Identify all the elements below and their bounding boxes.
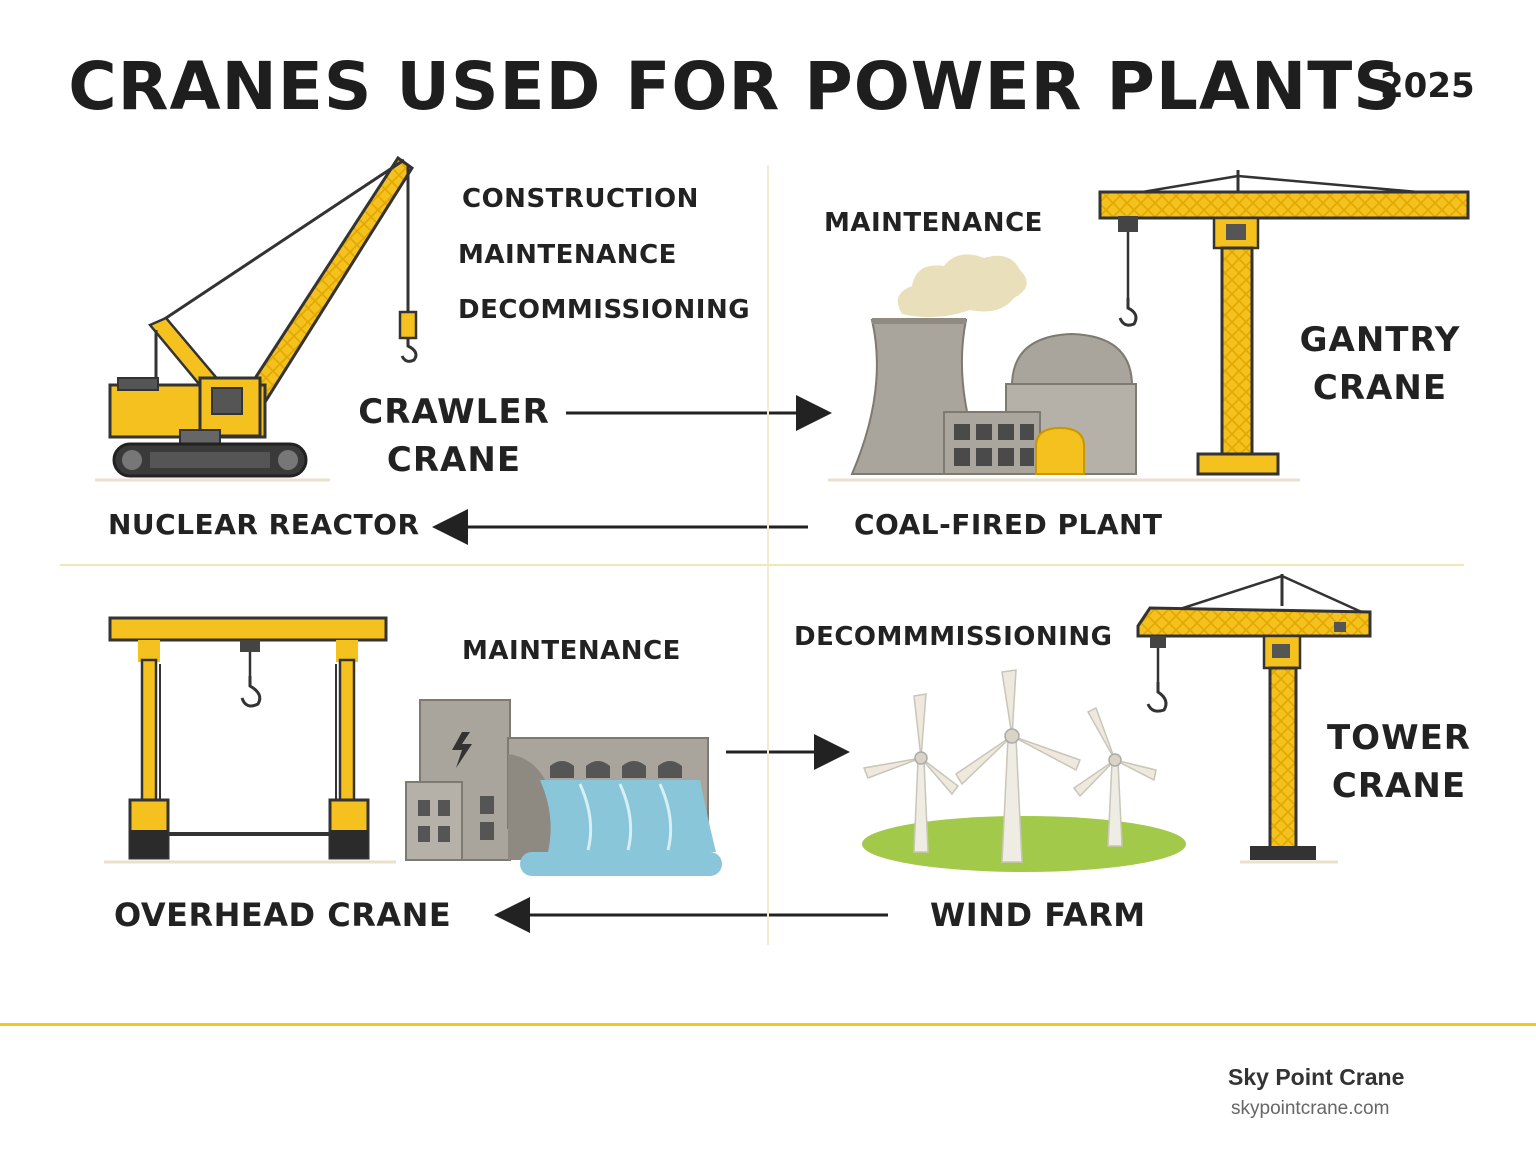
use-decommissioning: DECOMMISSIONING — [458, 295, 751, 325]
hydro-plant-illustration — [405, 699, 722, 876]
nuclear-reactor-label: NUCLEAR REACTOR — [108, 508, 420, 541]
footer-divider — [0, 1023, 1536, 1026]
tower-crane-label: TOWER CRANE — [1326, 718, 1471, 806]
use-maintenance: MAINTENANCE — [458, 240, 677, 270]
page-title: CRANES USED FOR POWER PLANTS — [68, 48, 1402, 125]
use-maintenance-hydro: MAINTENANCE — [462, 636, 681, 666]
coal-fired-plant-label: COAL-FIRED PLANT — [854, 508, 1163, 541]
quadrant-divider-vertical — [767, 165, 769, 945]
year-label: 2025 — [1380, 66, 1475, 106]
overhead-crane-illustration — [104, 616, 396, 864]
brand-name: Sky Point Crane — [1228, 1064, 1405, 1090]
quadrant-divider-horizontal — [60, 564, 1464, 566]
use-construction: CONSTRUCTION — [462, 184, 699, 214]
use-maintenance-plant: MAINTENANCE — [824, 208, 1043, 238]
brand-url[interactable]: skypointcrane.com — [1231, 1098, 1390, 1119]
gantry-crane-illustration — [1098, 170, 1470, 482]
use-decommissioning-wind: DECOMMMISSIONING — [794, 622, 1113, 652]
wind-farm-illustration — [862, 669, 1186, 872]
power-plant-illustration — [828, 254, 1300, 482]
gantry-crane-label: GANTRY CRANE — [1299, 320, 1461, 408]
overhead-crane-label: OVERHEAD CRANE — [114, 896, 452, 934]
wind-farm-label: WIND FARM — [930, 896, 1146, 934]
crawler-crane-label: CRAWLER CRANE — [358, 392, 550, 480]
crawler-crane-illustration — [95, 155, 418, 482]
tower-crane-illustration — [1136, 574, 1372, 864]
